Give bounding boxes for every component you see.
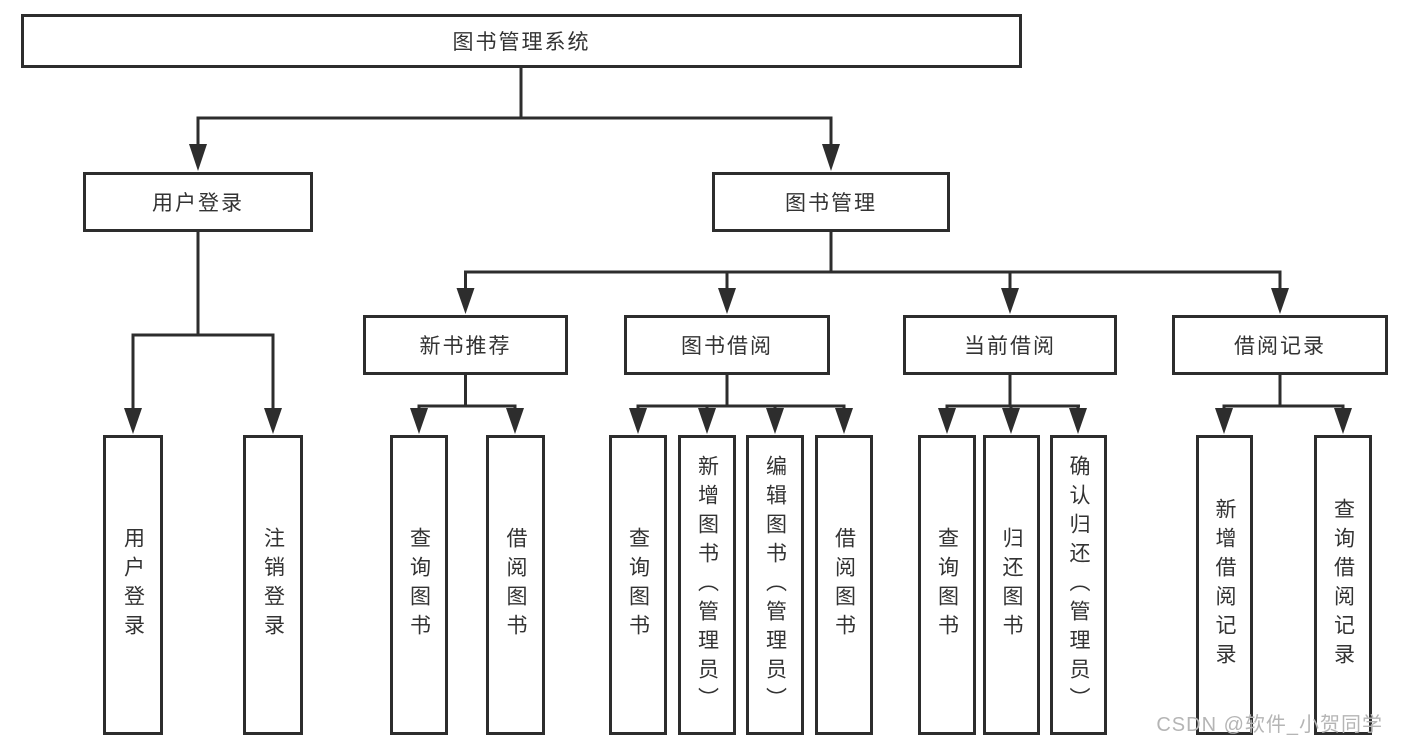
node-user-login-label: 用户登录 <box>152 192 244 215</box>
leaf-borrow-edit-books-admin: 编辑图书（管理员） <box>746 435 804 735</box>
leaf-current-query-books: 查询图书 <box>918 435 976 735</box>
leaf-current-confirm-return-admin: 确认归还（管理员） <box>1050 435 1107 735</box>
node-book-management: 图书管理 <box>712 172 950 232</box>
leaf-newbook-borrow-books: 借阅图书 <box>486 435 545 735</box>
leaf-current-return-books-label: 归还图书 <box>1000 527 1023 643</box>
leaf-current-return-books: 归还图书 <box>983 435 1040 735</box>
leaf-current-confirm-return-admin-label: 确认归还（管理员） <box>1067 454 1090 716</box>
node-borrow-records: 借阅记录 <box>1172 315 1388 375</box>
leaf-records-add-record: 新增借阅记录 <box>1196 435 1253 735</box>
leaf-current-query-books-label: 查询图书 <box>935 527 959 643</box>
node-system-root: 图书管理系统 <box>21 14 1022 68</box>
node-user-login: 用户登录 <box>83 172 313 232</box>
leaf-newbook-query-books: 查询图书 <box>390 435 448 735</box>
leaf-user-login-label: 用户登录 <box>121 527 145 643</box>
node-borrow-records-label: 借阅记录 <box>1234 335 1326 358</box>
leaf-records-query-record-label: 查询借阅记录 <box>1331 498 1355 672</box>
leaf-borrow-add-books-admin-label: 新增图书（管理员） <box>695 454 719 716</box>
node-current-borrow: 当前借阅 <box>903 315 1117 375</box>
node-book-borrow-label: 图书借阅 <box>681 335 773 358</box>
leaf-records-add-record-label: 新增借阅记录 <box>1213 498 1236 672</box>
node-current-borrow-label: 当前借阅 <box>964 335 1056 358</box>
leaf-borrow-query-books: 查询图书 <box>609 435 667 735</box>
leaf-borrow-edit-books-admin-label: 编辑图书（管理员） <box>763 454 787 716</box>
leaf-borrow-query-books-label: 查询图书 <box>626 527 650 643</box>
leaf-logout: 注销登录 <box>243 435 303 735</box>
leaf-newbook-query-books-label: 查询图书 <box>407 527 431 643</box>
arrowheads-group <box>124 144 1352 434</box>
node-new-book-recommend-label: 新书推荐 <box>419 335 512 358</box>
leaf-borrow-borrow-books-label: 借阅图书 <box>832 527 856 643</box>
leaf-newbook-borrow-books-label: 借阅图书 <box>504 527 527 643</box>
leaf-records-query-record: 查询借阅记录 <box>1314 435 1372 735</box>
leaf-user-login: 用户登录 <box>103 435 163 735</box>
leaf-logout-label: 注销登录 <box>261 527 285 643</box>
node-book-management-label: 图书管理 <box>785 192 877 215</box>
node-book-borrow: 图书借阅 <box>624 315 830 375</box>
node-new-book-recommend: 新书推荐 <box>363 315 568 375</box>
leaf-borrow-borrow-books: 借阅图书 <box>815 435 873 735</box>
watermark: CSDN @软件_小贺同学 <box>1156 714 1383 736</box>
leaf-borrow-add-books-admin: 新增图书（管理员） <box>678 435 736 735</box>
node-system-root-label: 图书管理系统 <box>452 31 591 54</box>
